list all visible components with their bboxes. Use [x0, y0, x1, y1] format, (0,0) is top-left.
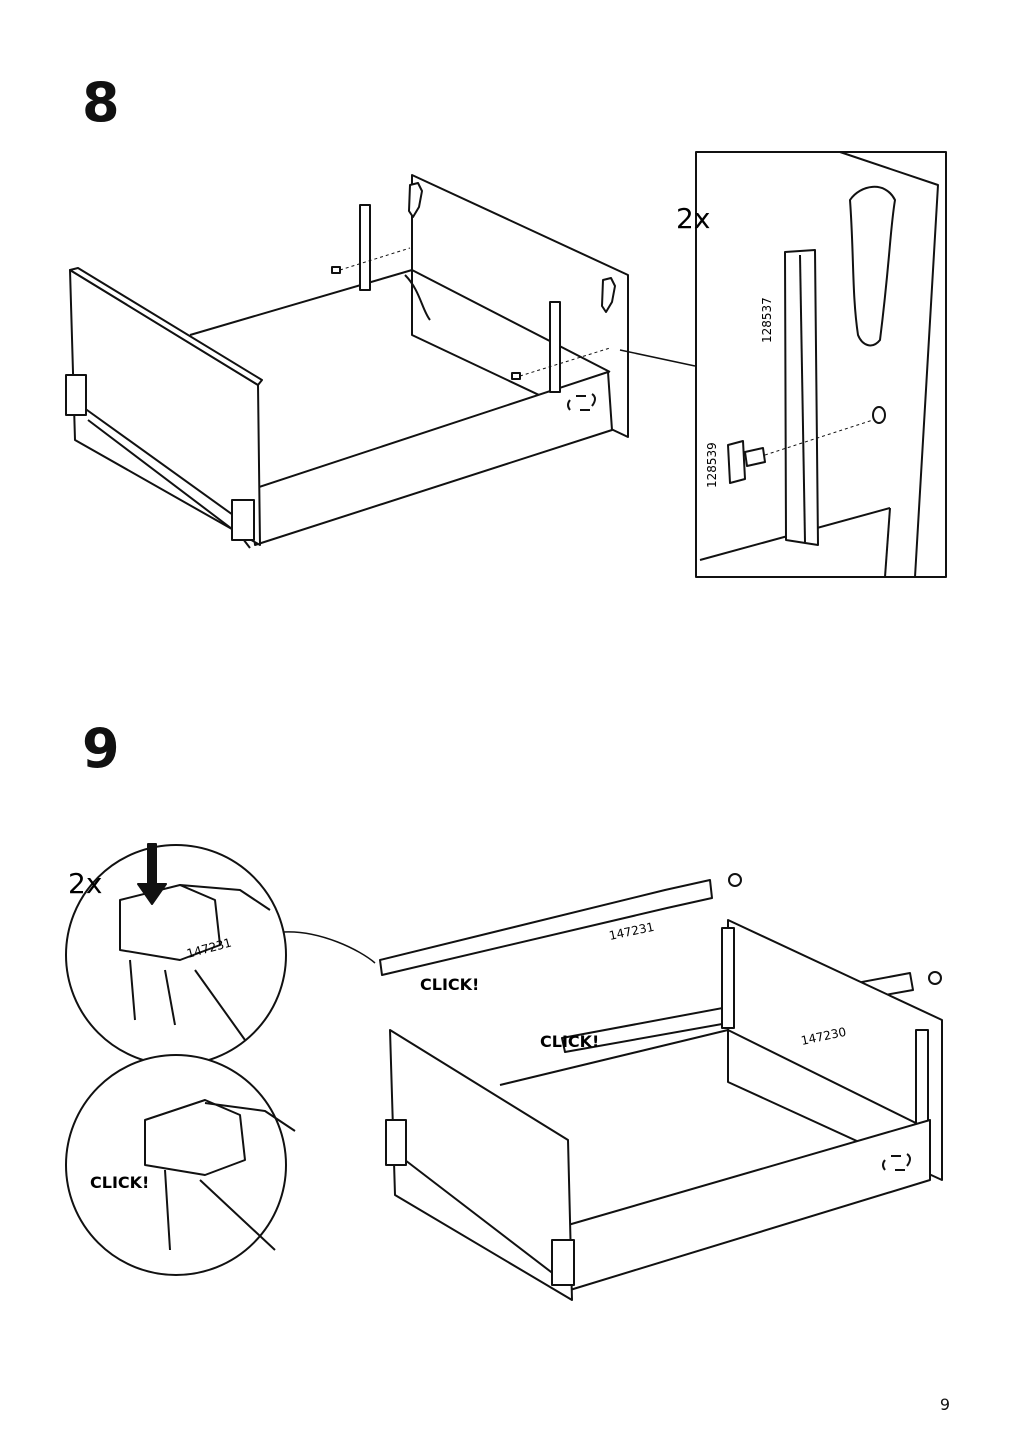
part-number-128539: 128539: [705, 442, 719, 488]
detail-plug: [727, 440, 746, 484]
click-label-drawer: CLICK!: [540, 1032, 599, 1051]
step-8-quantity: 2x: [676, 202, 710, 235]
drawer-side-panel: [249, 371, 613, 546]
step9-drawer-front: [389, 1029, 573, 1301]
rail-left: [359, 204, 371, 291]
detail-bracket: [849, 185, 896, 347]
click-label-detail: CLICK!: [90, 1173, 149, 1192]
step-9-quantity: 2x: [68, 867, 102, 900]
step9-drawer-side: [567, 1119, 931, 1291]
part-number-147231: 147231: [608, 920, 656, 943]
detail-box: [695, 151, 947, 578]
step-9-illustration: 2x 147231 147231 147230 CLICK! CLICK! CL…: [65, 843, 943, 1301]
step-9-number: 9: [82, 717, 120, 780]
drawer-back-panel: [411, 174, 629, 438]
part-number-128537: 128537: [760, 297, 774, 343]
page-number: 9: [939, 1395, 950, 1414]
step-8-illustration: 2x 128537 128539: [65, 151, 947, 578]
down-arrow-icon: [137, 843, 167, 905]
rail-147231: [379, 879, 713, 976]
rail-right: [549, 301, 561, 393]
click-label-rail: CLICK!: [420, 975, 479, 994]
step-8-number: 8: [82, 71, 120, 134]
